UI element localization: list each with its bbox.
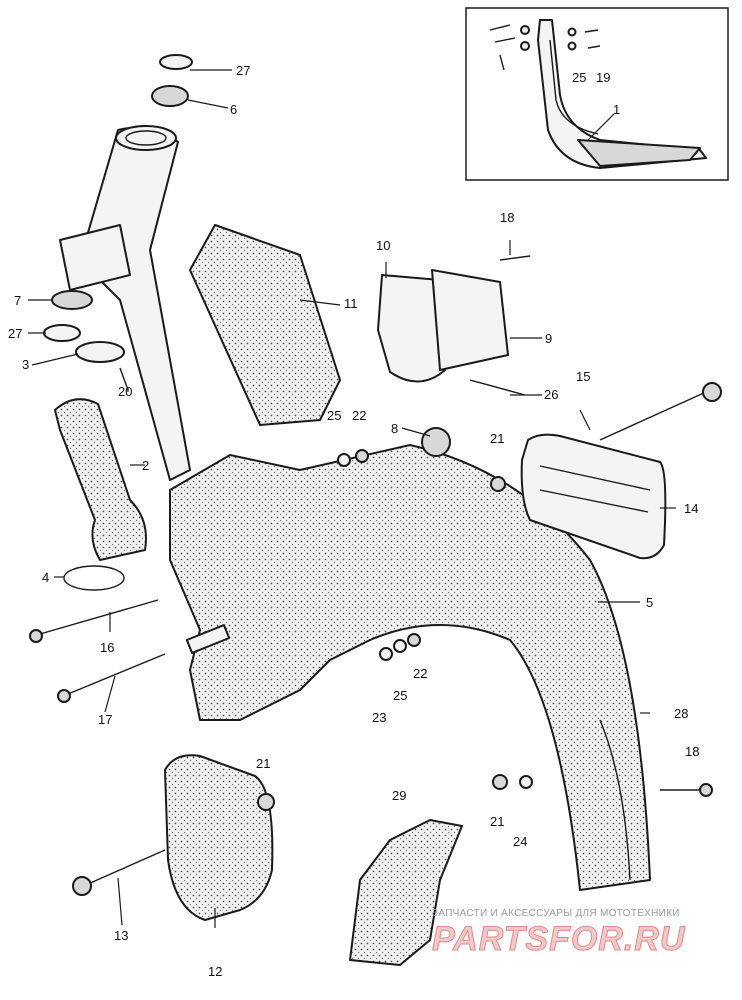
callout-9: 9 bbox=[545, 331, 552, 346]
callout-24: 24 bbox=[513, 834, 527, 849]
callout-4: 4 bbox=[42, 570, 49, 585]
watermark-logo: PARTSFOR.RU bbox=[432, 920, 686, 958]
callout-28: 28 bbox=[674, 706, 688, 721]
inset-detail bbox=[465, 7, 729, 181]
callout-6: 6 bbox=[230, 102, 237, 117]
long-bolts bbox=[29, 599, 231, 703]
watermark: ЗАПЧАСТИ И АКСЕССУАРЫ ДЛЯ МОТОТЕХНИКИ PA… bbox=[432, 908, 686, 959]
callout-7: 7 bbox=[14, 293, 21, 308]
callout-25-inset: 25 bbox=[572, 70, 586, 85]
callout-19: 19 bbox=[596, 70, 610, 85]
callout-22-mid: 22 bbox=[352, 408, 366, 423]
callout-1: 1 bbox=[613, 102, 620, 117]
callout-17: 17 bbox=[98, 712, 112, 727]
intake-hose bbox=[54, 398, 147, 591]
callout-29: 29 bbox=[392, 788, 406, 803]
callout-21-mid: 21 bbox=[490, 431, 504, 446]
callout-20: 20 bbox=[118, 384, 132, 399]
callout-23: 23 bbox=[372, 710, 386, 725]
callout-18-right: 18 bbox=[685, 744, 699, 759]
callout-27-left: 27 bbox=[8, 326, 22, 341]
leader-lines bbox=[28, 69, 676, 928]
callout-16: 16 bbox=[100, 640, 114, 655]
callout-27-top: 27 bbox=[236, 63, 250, 78]
callout-11: 11 bbox=[344, 296, 358, 311]
callout-2: 2 bbox=[142, 458, 149, 473]
watermark-tagline: ЗАПЧАСТИ И АКСЕССУАРЫ ДЛЯ МОТОТЕХНИКИ bbox=[432, 908, 680, 919]
callout-labels: 27 6 25 19 1 18 10 7 11 27 9 3 15 26 20 … bbox=[8, 63, 699, 979]
callout-10: 10 bbox=[376, 238, 390, 253]
callout-25-mid: 25 bbox=[327, 408, 341, 423]
callout-26: 26 bbox=[544, 387, 558, 402]
callout-18-top: 18 bbox=[500, 210, 514, 225]
callout-25-low: 25 bbox=[393, 688, 407, 703]
callout-21-box: 21 bbox=[256, 756, 270, 771]
callout-12: 12 bbox=[208, 964, 222, 979]
callout-14: 14 bbox=[684, 501, 698, 516]
callout-5: 5 bbox=[646, 595, 653, 610]
tail-lamp bbox=[520, 433, 667, 560]
steering-head bbox=[59, 54, 193, 481]
bracket-29 bbox=[349, 819, 463, 966]
callout-15: 15 bbox=[576, 369, 590, 384]
callout-3: 3 bbox=[22, 357, 29, 372]
callout-13: 13 bbox=[114, 928, 128, 943]
callout-21-low: 21 bbox=[490, 814, 504, 829]
callout-8: 8 bbox=[391, 421, 398, 436]
collar-rings bbox=[43, 290, 129, 391]
callout-22-low: 22 bbox=[413, 666, 427, 681]
long-bolt-15 bbox=[599, 382, 722, 441]
frame-cover bbox=[189, 224, 341, 426]
mounting-bracket bbox=[377, 269, 526, 396]
side-box bbox=[72, 754, 274, 921]
fasteners bbox=[257, 255, 713, 811]
